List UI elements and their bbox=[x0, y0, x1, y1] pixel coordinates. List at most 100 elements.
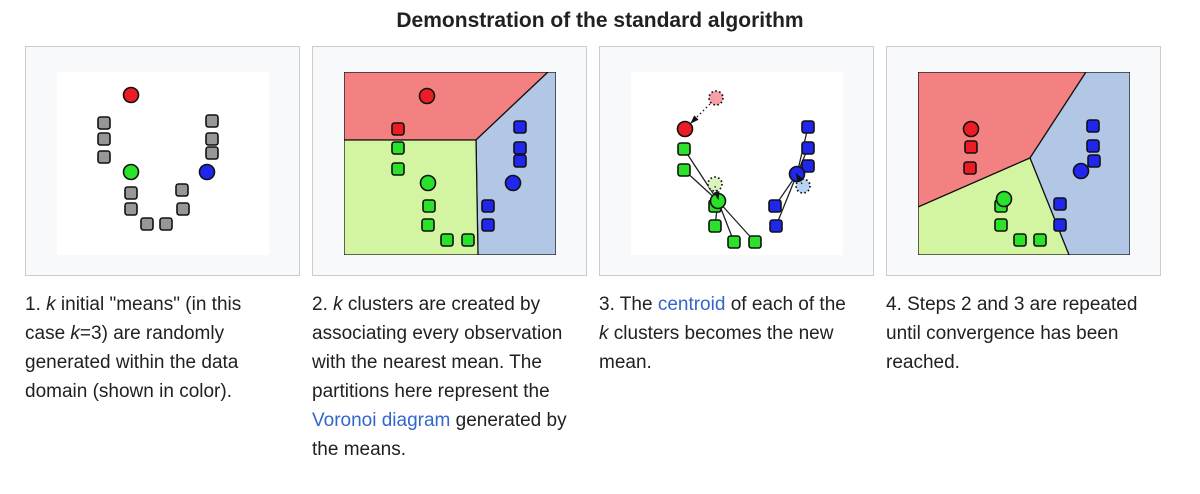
mean-red bbox=[962, 120, 979, 138]
caption-text: associating every observation bbox=[312, 323, 563, 344]
data-point bbox=[1085, 139, 1100, 153]
data-point bbox=[512, 154, 527, 168]
data-point bbox=[174, 183, 189, 197]
mean-red bbox=[122, 86, 139, 104]
mean-blue bbox=[504, 174, 521, 192]
data-point bbox=[480, 218, 495, 232]
caption-text: until convergence has been bbox=[886, 323, 1119, 344]
caption-text: of each of the bbox=[725, 294, 846, 315]
caption-text: case bbox=[25, 323, 71, 344]
mean-blue bbox=[198, 163, 215, 181]
caption-text: generated within the data bbox=[25, 352, 239, 373]
old-mean-red bbox=[707, 90, 724, 106]
mean-move-arrow-red bbox=[689, 103, 710, 124]
data-point bbox=[962, 161, 977, 175]
caption-text: domain (shown in color). bbox=[25, 381, 232, 402]
data-point bbox=[96, 132, 111, 146]
wikilink-centroid[interactable]: centroid bbox=[657, 294, 726, 315]
caption-text: 3. The bbox=[599, 294, 658, 315]
caption-text: generated by bbox=[450, 410, 567, 431]
data-point bbox=[800, 141, 815, 155]
caption-text: the means. bbox=[312, 439, 406, 460]
data-point bbox=[676, 163, 691, 177]
data-point bbox=[1085, 119, 1100, 133]
caption-text: with the nearest mean. The bbox=[312, 352, 542, 373]
caption-text-italic: k bbox=[599, 323, 609, 344]
data-point bbox=[512, 120, 527, 134]
data-point bbox=[421, 199, 436, 213]
step-3-diagram bbox=[630, 72, 843, 255]
step-2-image[interactable] bbox=[312, 46, 587, 276]
caption-text: 4. Steps 2 and 3 are repeated bbox=[886, 294, 1138, 315]
data-point bbox=[1052, 197, 1067, 211]
assignment-line bbox=[682, 148, 719, 202]
data-point bbox=[175, 202, 190, 216]
data-point bbox=[460, 233, 475, 247]
caption-text-italic: k bbox=[46, 294, 56, 315]
data-point bbox=[1052, 218, 1067, 232]
data-point bbox=[96, 116, 111, 130]
data-point bbox=[390, 122, 405, 136]
data-point bbox=[768, 219, 783, 233]
data-point bbox=[676, 142, 691, 156]
mean-green bbox=[419, 174, 436, 192]
step-4-diagram bbox=[917, 72, 1130, 255]
step-4-column: 4. Steps 2 and 3 are repeated until conve… bbox=[886, 46, 1161, 464]
mean-move-arrow-green bbox=[713, 185, 719, 201]
caption-text: initial "means" (in this bbox=[55, 294, 242, 315]
data-point bbox=[993, 218, 1008, 232]
caption-text: clusters are created by bbox=[342, 294, 541, 315]
step-3-column: 3. The centroid of each of the k clusters… bbox=[599, 46, 874, 464]
step-1-diagram bbox=[56, 72, 269, 255]
data-point bbox=[726, 235, 741, 249]
data-point bbox=[96, 150, 111, 164]
voronoi-region-green bbox=[917, 157, 1070, 255]
data-point bbox=[204, 146, 219, 160]
data-point bbox=[390, 162, 405, 176]
caption-text: 1. bbox=[25, 294, 47, 315]
mean-green bbox=[995, 190, 1012, 208]
data-point bbox=[800, 159, 815, 173]
mean-move-arrow-blue bbox=[795, 172, 803, 185]
data-point bbox=[963, 140, 978, 154]
figure-title: Demonstration of the standard algorithm bbox=[396, 9, 804, 32]
mean-green bbox=[122, 163, 139, 181]
data-point bbox=[204, 114, 219, 128]
caption-text-italic: k bbox=[70, 323, 80, 344]
mean-red bbox=[418, 87, 435, 105]
caption-text: mean. bbox=[599, 352, 652, 373]
step-4-image[interactable] bbox=[886, 46, 1161, 276]
mean-blue bbox=[1072, 162, 1089, 180]
caption-text: reached. bbox=[886, 352, 960, 373]
data-point bbox=[123, 186, 138, 200]
step-2-diagram bbox=[343, 72, 556, 255]
caption-text: =3) are randomly bbox=[79, 323, 225, 344]
voronoi-region-green bbox=[343, 139, 479, 255]
caption-text: partitions here represent the bbox=[312, 381, 550, 402]
step-1-image[interactable] bbox=[25, 46, 300, 276]
data-point bbox=[480, 199, 495, 213]
data-point bbox=[420, 218, 435, 232]
assignment-line bbox=[774, 173, 798, 227]
data-point bbox=[439, 233, 454, 247]
data-point bbox=[390, 141, 405, 155]
data-point bbox=[1012, 233, 1027, 247]
data-point bbox=[158, 217, 173, 231]
step-4-caption: 4. Steps 2 and 3 are repeated until conve… bbox=[886, 290, 1161, 377]
caption-text-italic: k bbox=[333, 294, 343, 315]
data-point bbox=[1086, 154, 1101, 168]
data-point bbox=[123, 202, 138, 216]
wikilink-voronoi-diagram[interactable]: Voronoi diagram bbox=[312, 410, 451, 431]
old-mean-green bbox=[706, 176, 723, 192]
assignment-line bbox=[717, 200, 755, 243]
mean-red bbox=[676, 120, 693, 138]
step-3-caption: 3. The centroid of each of the k clusters… bbox=[599, 290, 874, 377]
caption-text: clusters becomes the new bbox=[608, 323, 834, 344]
data-point bbox=[707, 219, 722, 233]
step-3-image[interactable] bbox=[599, 46, 874, 276]
data-point bbox=[800, 120, 815, 134]
data-point bbox=[747, 235, 762, 249]
